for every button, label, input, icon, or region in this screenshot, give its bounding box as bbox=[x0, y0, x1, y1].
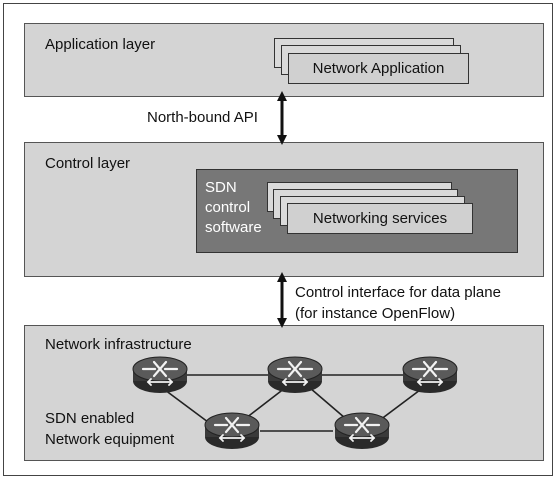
network-application-label: Network Application bbox=[312, 60, 445, 77]
router-icon bbox=[402, 356, 458, 393]
sdn-control-software-label: SDN control software bbox=[205, 178, 262, 238]
infrastructure-layer: Network infrastructure SDN enabled Netwo… bbox=[24, 325, 544, 461]
sdn-equipment-line-1: SDN enabled bbox=[45, 410, 135, 427]
networking-services-card: Networking services bbox=[287, 203, 473, 234]
control-interface-line-1: Control interface for data plane bbox=[295, 284, 501, 301]
router-icon bbox=[267, 356, 323, 393]
network-application-card: Network Application bbox=[288, 53, 469, 84]
control-interface-label: Control interface for data plane (for in… bbox=[295, 282, 501, 324]
sdn-label-line-1: SDN bbox=[205, 179, 237, 196]
infrastructure-layer-title: Network infrastructure bbox=[45, 336, 192, 353]
link-r2-r4 bbox=[245, 387, 286, 419]
sdn-equipment-line-2: Network equipment bbox=[45, 431, 175, 448]
network-links bbox=[164, 374, 421, 432]
application-layer: Application layer Network Application bbox=[24, 23, 544, 97]
application-layer-title: Application layer bbox=[45, 36, 156, 53]
control-layer-title: Control layer bbox=[45, 155, 131, 172]
north-bound-api-label: North-bound API bbox=[147, 109, 258, 126]
link-r2-r5 bbox=[309, 387, 346, 419]
control-layer: Control layer SDN control software Netwo… bbox=[24, 142, 544, 277]
control-interface-line-2: (for instance OpenFlow) bbox=[295, 305, 456, 322]
router-icon bbox=[204, 412, 260, 449]
link-r1-r4 bbox=[164, 389, 213, 426]
routers bbox=[132, 356, 458, 449]
networking-services-label: Networking services bbox=[312, 210, 448, 227]
diagram-frame: Application layer Network Application No… bbox=[3, 3, 553, 476]
sdn-label-line-3: software bbox=[205, 219, 262, 236]
router-icon bbox=[334, 412, 390, 449]
sdn-label-line-2: control bbox=[205, 199, 251, 216]
router-icon bbox=[132, 356, 188, 393]
link-r3-r5 bbox=[379, 389, 421, 421]
sdn-equipment-label: SDN enabled Network equipment bbox=[45, 408, 174, 450]
sdn-control-software-box: SDN control software Networking services bbox=[196, 169, 518, 253]
